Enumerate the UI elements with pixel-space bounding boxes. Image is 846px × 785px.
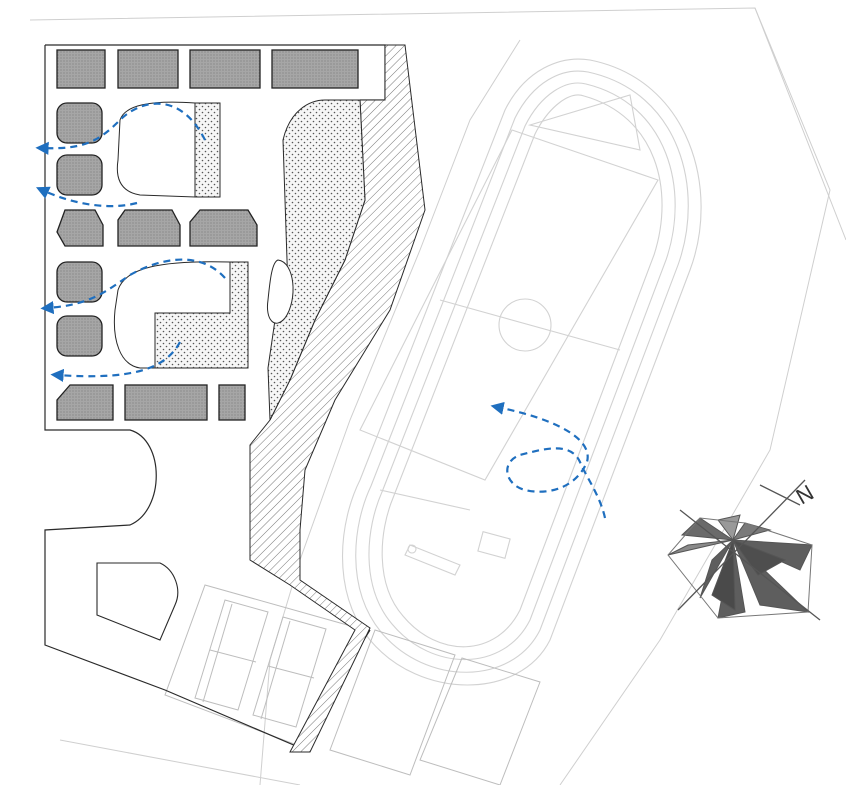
dotted-area-north [194, 102, 221, 198]
wind-arrow [35, 102, 206, 155]
dotted-oval [266, 259, 294, 324]
north-label: N [792, 480, 818, 510]
sports-courts [164, 584, 541, 785]
wind-arrow [50, 341, 181, 383]
running-track [341, 58, 702, 686]
building-block [56, 209, 104, 247]
wind-arrow [40, 258, 226, 315]
building-block [56, 49, 106, 89]
dotted-area-central-strip [267, 99, 366, 421]
building-block [271, 49, 359, 89]
wind-arrow [35, 186, 138, 208]
building-block [218, 384, 246, 421]
building-block [56, 154, 103, 196]
building-block [56, 102, 103, 144]
building-block [56, 261, 103, 303]
building-block [124, 384, 208, 421]
south-west-building-outline [96, 562, 179, 641]
building-block [189, 49, 261, 89]
building-block [117, 49, 179, 89]
building-block [117, 209, 181, 247]
dotted-areas [154, 99, 366, 421]
wind-arrows [35, 102, 607, 519]
wind-arrow [490, 401, 607, 519]
wind-rose [667, 479, 821, 621]
courtyards [113, 101, 231, 369]
buildings [56, 49, 359, 421]
building-block [56, 315, 103, 357]
building-block [56, 384, 114, 421]
building-block [189, 209, 258, 247]
